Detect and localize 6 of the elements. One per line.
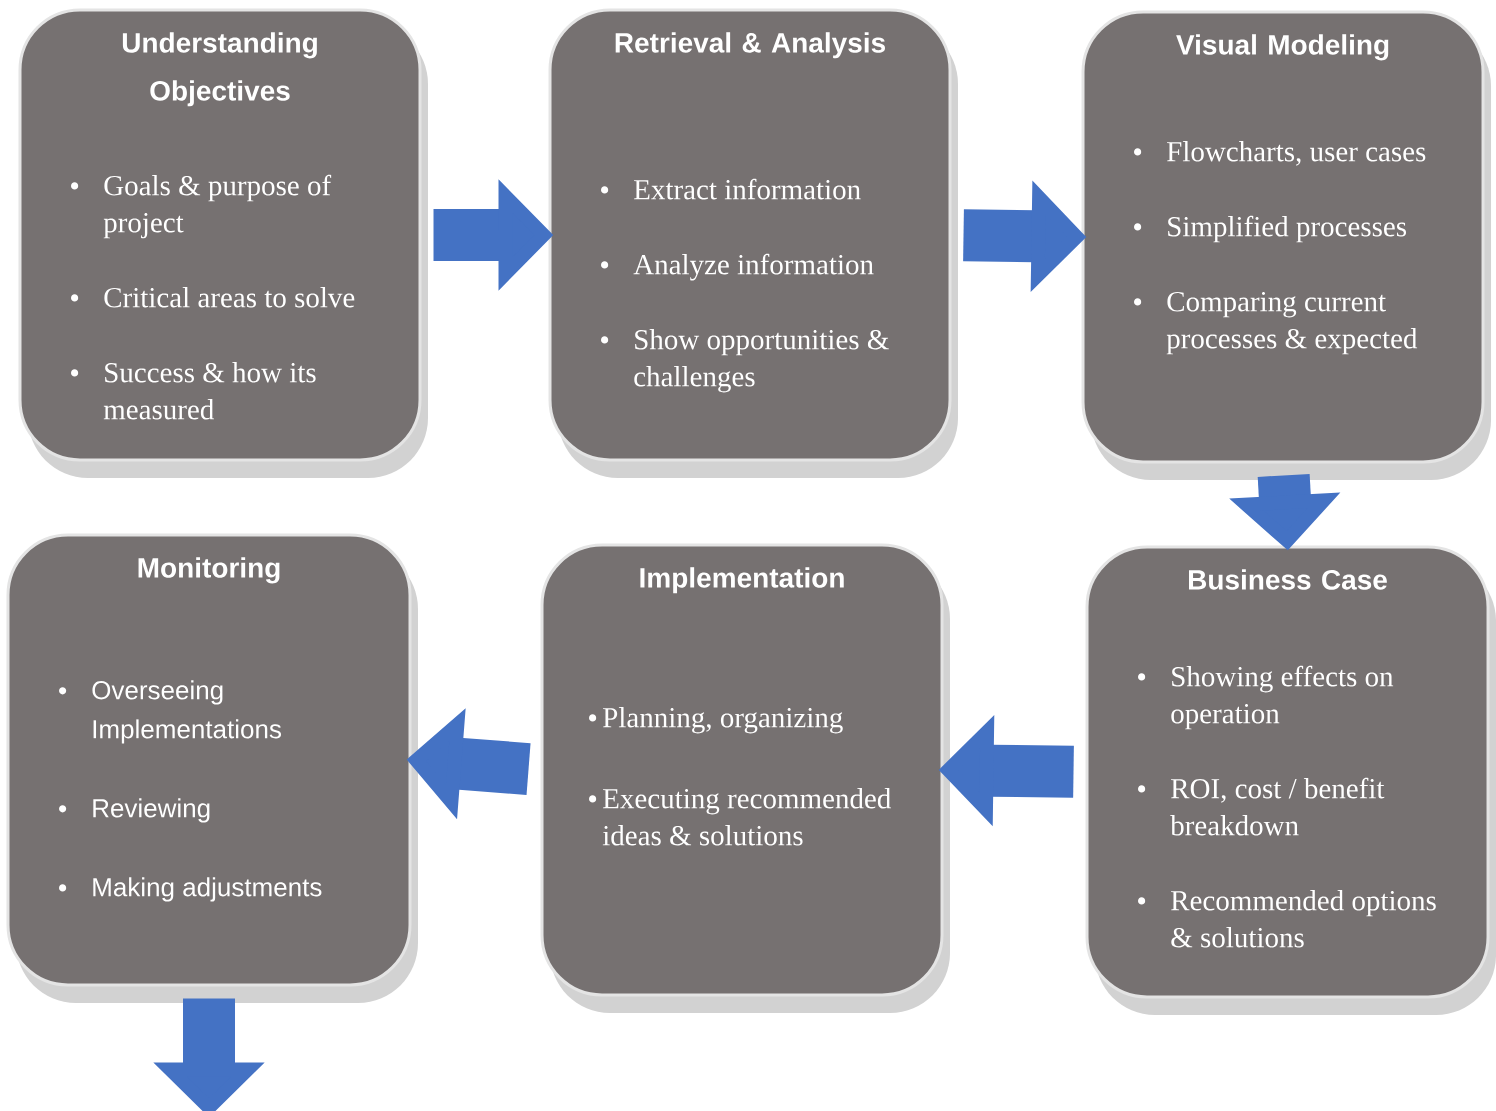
process-box: Business Case Showing effects on operation ROI, cost / benefit breakdown Recommended options & solutions — [1085, 545, 1496, 1015]
process-box: Understanding Objectives Goals & purpose of project Critical areas to solve Success & how its measured — [18, 8, 428, 478]
process-box: Retrieval & Analysis Extract information Analyze information Show opportunities & challenges — [548, 8, 958, 478]
process-box: Implementation Planning, organizing Executing recommended ideas & solutions — [540, 543, 950, 1013]
process-box: Visual Modeling Flowcharts, user cases Simplified processes Comparing current processes & expected — [1081, 10, 1491, 480]
process-box: Monitoring Overseeing Implementations Reviewing Making adjustments — [6, 533, 418, 1003]
